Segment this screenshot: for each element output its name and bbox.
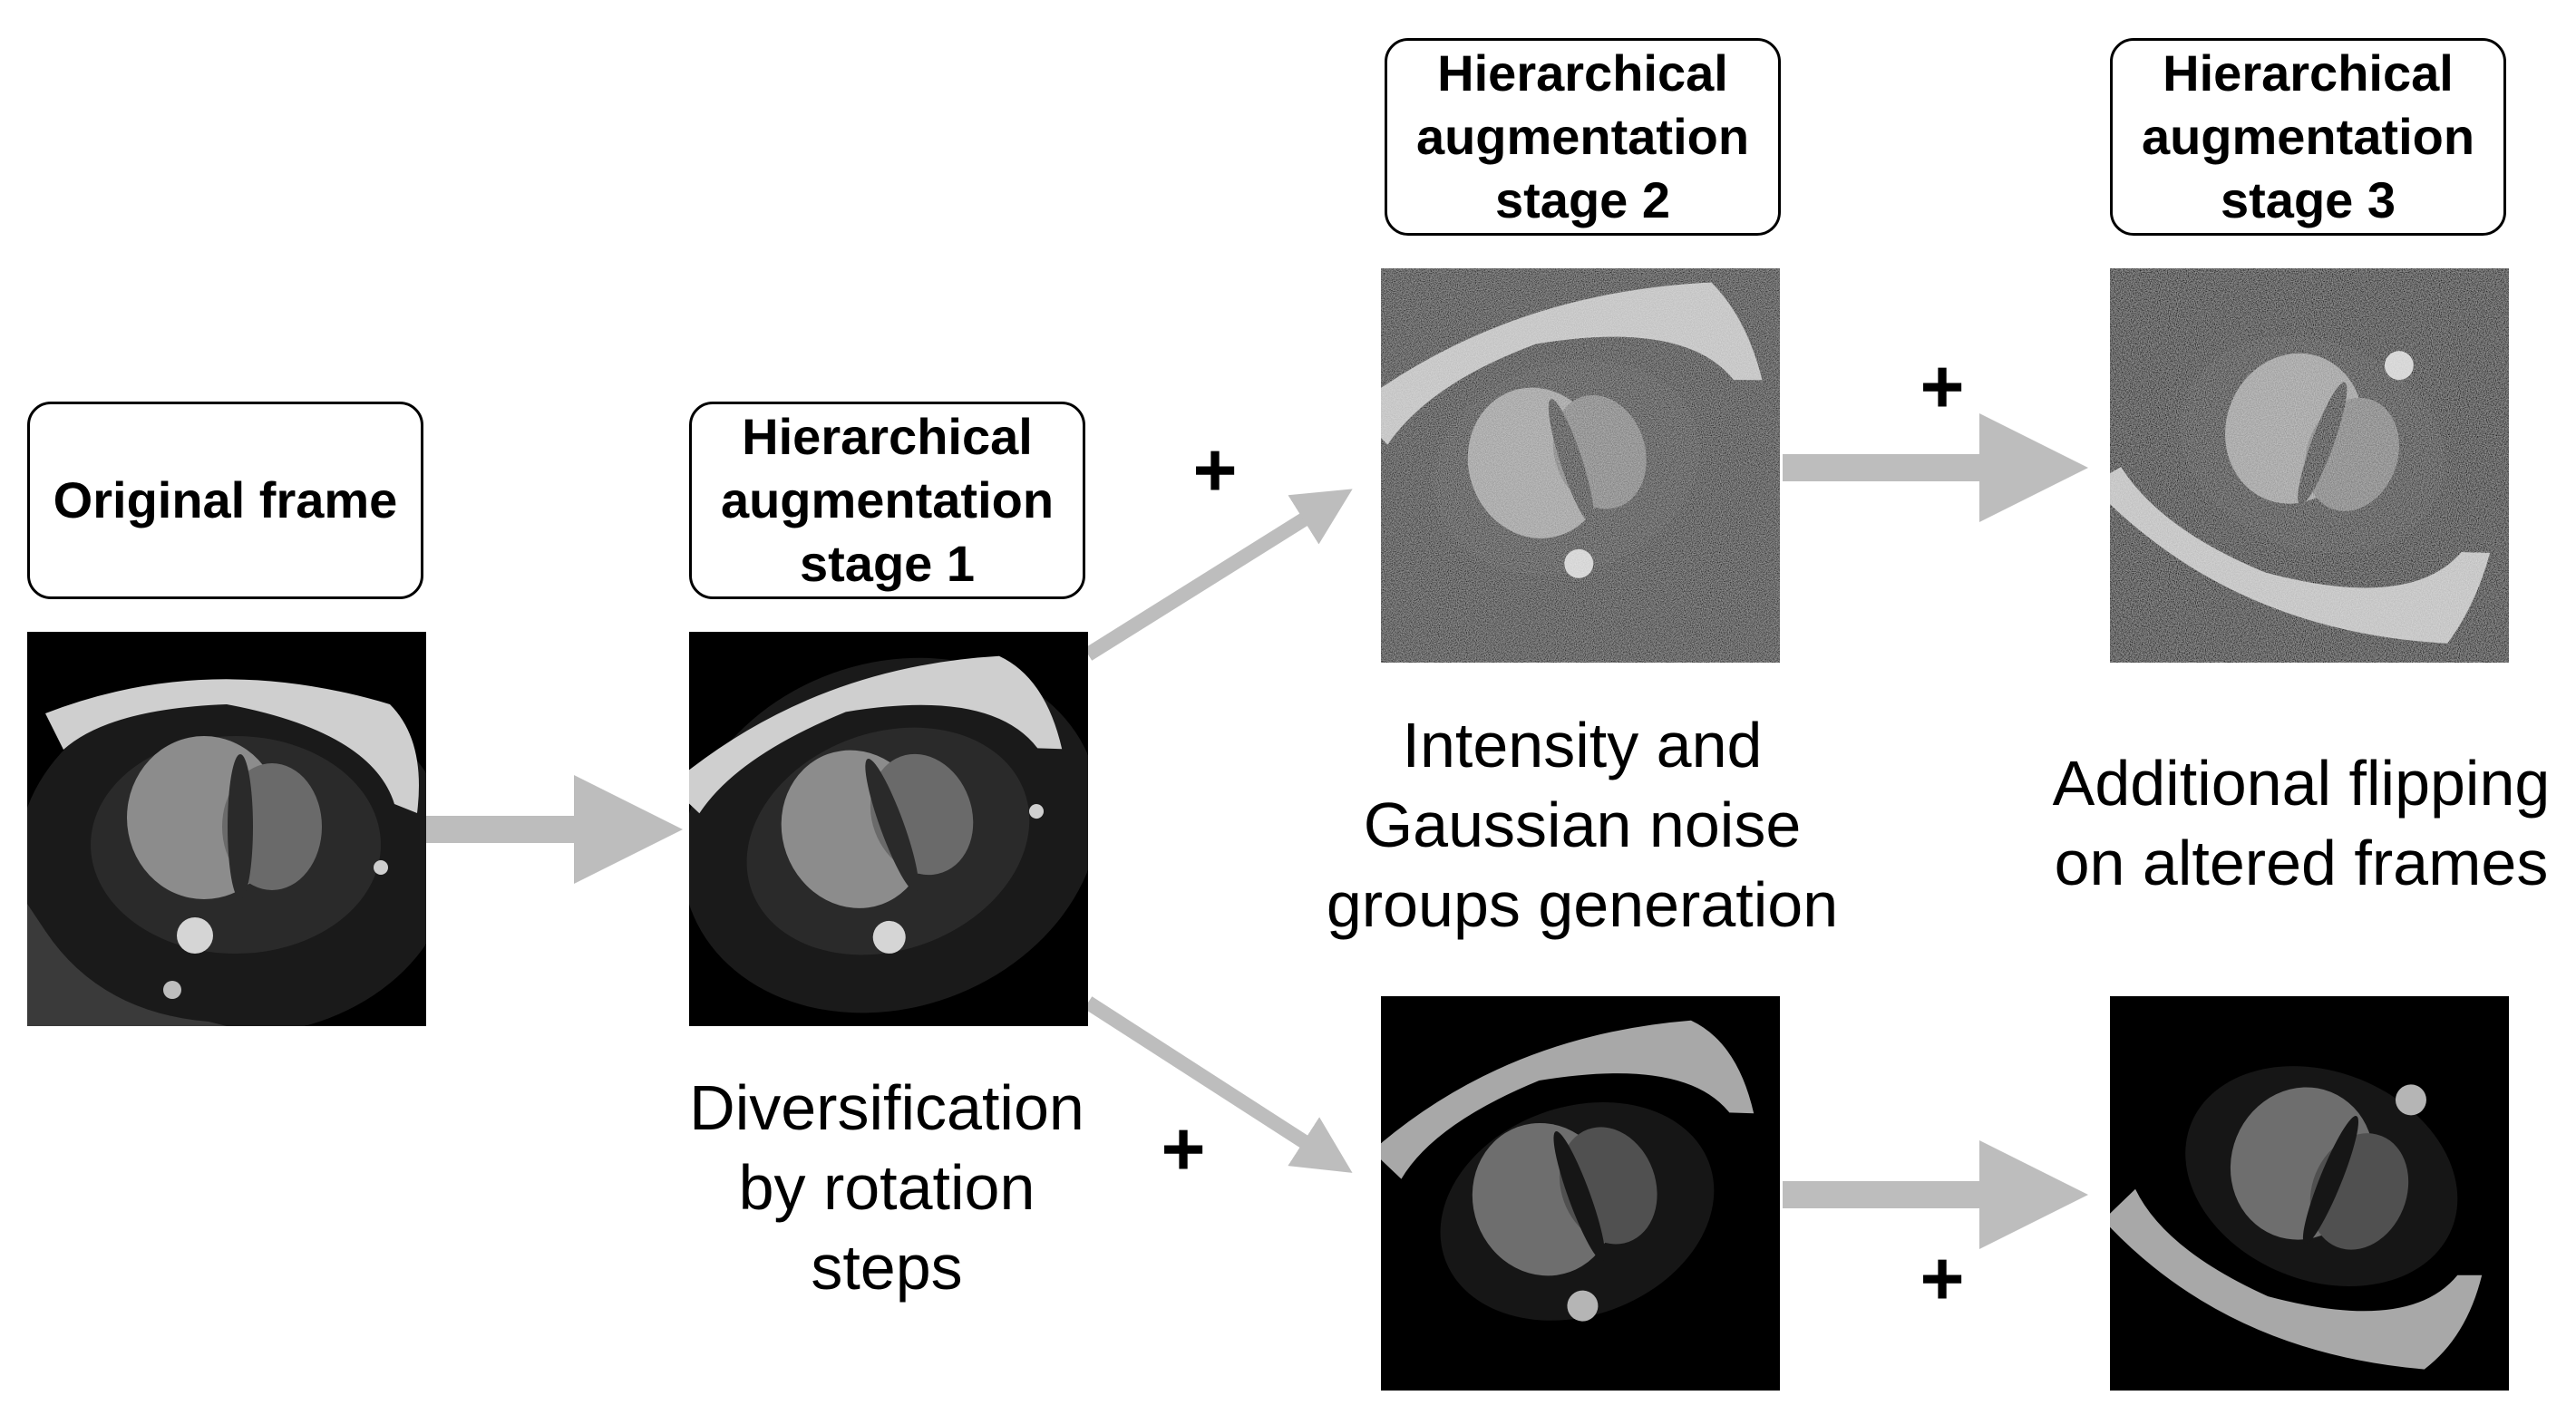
stage1-caption: Diversification by rotation steps: [689, 1072, 1084, 1303]
stage2-caption: Intensity and Gaussian noise groups gene…: [1326, 710, 1839, 940]
arrow-stage1-to-stage2-bottom: [1084, 996, 1353, 1173]
stage2-intensity-frame-bottom: [1381, 996, 1780, 1391]
stage3-flipped-frame-bottom: [2110, 996, 2509, 1391]
stage3-label: Hierarchical augmentation stage 3: [2110, 38, 2506, 236]
plus-sign-stage2-bottom: +: [1161, 1106, 1206, 1191]
plus-sign-stage3-top: +: [1920, 344, 1965, 429]
stage3-flipped-frame-top: [2110, 268, 2509, 663]
stage3-caption: Additional flipping on altered frames: [2052, 748, 2551, 898]
plus-sign-stage2-top: +: [1192, 427, 1238, 512]
stage2-noise-frame-top: [1381, 268, 1780, 663]
original-frame-label: Original frame: [27, 402, 423, 599]
stage1-rotated-frame: [689, 632, 1088, 1026]
stage2-label: Hierarchical augmentation stage 2: [1385, 38, 1781, 236]
original-mri-frame: [27, 632, 426, 1026]
plus-sign-stage3-bottom: +: [1920, 1236, 1965, 1321]
stage1-label: Hierarchical augmentation stage 1: [689, 402, 1085, 599]
arrow-stage1-to-stage2-top: [1084, 489, 1353, 661]
